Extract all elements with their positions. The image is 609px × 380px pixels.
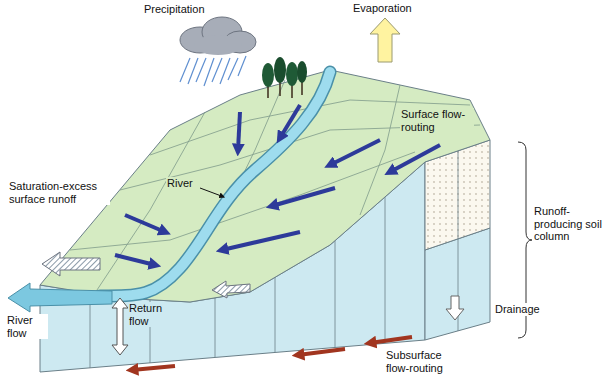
process-label: Surface flow-routing bbox=[400, 108, 474, 133]
subsurface-arrows-part bbox=[132, 366, 175, 370]
front-grid-part bbox=[215, 298, 216, 357]
trees-part bbox=[274, 57, 286, 83]
surface-flow-arrows-part bbox=[222, 232, 300, 250]
trees-part bbox=[297, 61, 307, 83]
rain-part bbox=[228, 58, 238, 80]
evaporation-arrow bbox=[370, 18, 400, 62]
rain-part bbox=[212, 58, 222, 82]
saturation-arrow bbox=[42, 252, 100, 276]
process-label: Return flow bbox=[128, 302, 170, 327]
process-label: Saturation-excess surface runoff bbox=[8, 180, 110, 205]
subsurface-arrows-part bbox=[370, 337, 412, 343]
surface-grid-part bbox=[70, 152, 415, 250]
process-label: Precipitation bbox=[143, 3, 206, 16]
front-grid-part bbox=[335, 241, 336, 347]
process-label: Subsurface flow-routing bbox=[385, 349, 463, 374]
front-grid-part bbox=[385, 197, 386, 343]
feature-label: River bbox=[166, 177, 194, 190]
layer-label: Runoff- producing soil column bbox=[533, 205, 605, 243]
cloud-part bbox=[194, 35, 242, 55]
process-label: River flow bbox=[6, 314, 48, 339]
surface-grid-part bbox=[360, 85, 400, 215]
rain bbox=[180, 56, 246, 86]
surface-grid bbox=[70, 80, 480, 293]
surface-flow-arrows-part bbox=[390, 145, 440, 172]
trees-part bbox=[286, 62, 298, 86]
surface-flow-arrows-part bbox=[115, 255, 155, 265]
subsurface-arrows bbox=[132, 337, 412, 370]
river bbox=[100, 72, 330, 296]
surface-flow-arrows-part bbox=[272, 188, 335, 206]
river-flow-arrow bbox=[8, 283, 112, 312]
rain-part bbox=[238, 56, 246, 76]
rain-part bbox=[180, 58, 190, 82]
river-bank bbox=[100, 72, 330, 296]
surface-flow-arrows-part bbox=[280, 105, 300, 138]
rain-part bbox=[196, 58, 206, 82]
cloud bbox=[180, 17, 256, 55]
front-grid-part bbox=[275, 277, 276, 352]
process-label: Drainage bbox=[494, 303, 541, 316]
trees-part bbox=[262, 63, 274, 87]
return-flow-arrow bbox=[112, 298, 128, 355]
surface-flow-arrows bbox=[115, 105, 440, 265]
saturation-arrow bbox=[212, 281, 250, 298]
drainage-arrow bbox=[446, 296, 464, 320]
surface-flow-arrows-part bbox=[238, 112, 240, 150]
surface-flow-arrows-part bbox=[330, 140, 380, 165]
surface-flow-arrows-part bbox=[125, 215, 165, 232]
process-label: Evaporation bbox=[352, 2, 413, 15]
trees bbox=[262, 57, 307, 98]
subsurface-arrows-part bbox=[298, 349, 345, 355]
river-leader bbox=[200, 188, 224, 197]
